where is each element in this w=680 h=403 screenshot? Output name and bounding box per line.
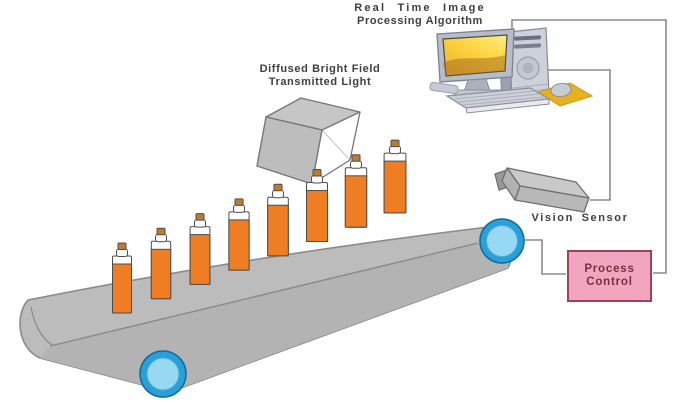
light-source-box: [256, 97, 361, 185]
bottle-neck: [233, 204, 245, 213]
bottle-cap: [351, 154, 361, 162]
bottle: [228, 198, 250, 271]
bottle-cap: [117, 242, 127, 250]
bottle: [112, 242, 132, 314]
light-box-side-face: [256, 116, 323, 185]
bottle-cap: [273, 183, 283, 192]
connector-roller-to-process-control: [525, 239, 566, 275]
label-vision-sensor: Vision Sensor: [520, 212, 640, 225]
label-line-2: Processing Algorithm: [357, 15, 483, 27]
label-diffused-light: Diffused Bright Field Transmitted Light: [245, 63, 395, 89]
bottle-neck: [389, 145, 401, 155]
cable-tray: [429, 81, 459, 95]
bottle: [267, 183, 289, 257]
belt-left-end-curve: [30, 306, 53, 346]
bottle-fill: [306, 190, 328, 242]
bottle-neck: [350, 160, 362, 169]
conveyor-belt: [19, 226, 513, 393]
bottle-fill: [112, 263, 132, 314]
bottle: [383, 139, 407, 214]
bottle-fill: [267, 204, 289, 257]
computer-workstation: [429, 27, 594, 114]
bottle-cap: [156, 227, 166, 236]
keyboard-keys-row: [458, 93, 541, 103]
bottle-cap: [195, 213, 205, 221]
bottle-row: [112, 139, 407, 314]
tower-vent-top: [513, 35, 542, 41]
label-line-2: Transmitted Light: [268, 76, 372, 88]
bottle: [306, 169, 328, 242]
bottle-neck: [272, 189, 284, 199]
mouse: [550, 82, 572, 98]
bottle: [189, 213, 211, 285]
bottle: [344, 154, 368, 228]
process-control-line-2: Control: [586, 276, 633, 288]
keyboard-keys-row: [462, 96, 546, 106]
tower-ridge: [512, 83, 549, 89]
connector-lines: [511, 19, 667, 275]
bottle-fill: [228, 219, 250, 271]
keyboard-keys-row: [454, 90, 536, 100]
bottle-fill: [383, 160, 407, 214]
tower-vent-bottom: [513, 43, 542, 49]
monitor-screen-wave: [443, 55, 505, 76]
bottle-neck: [116, 248, 128, 257]
bottle-fill: [189, 234, 211, 285]
bottle-fill: [344, 175, 368, 228]
bottle: [150, 227, 172, 300]
bottle-cap: [312, 169, 322, 177]
light-box-hidden-edge: [321, 129, 351, 161]
bottle-cap: [390, 139, 400, 148]
connector-computer-to-sensor: [547, 69, 611, 201]
bottle-neck: [311, 175, 323, 184]
roller-front: [139, 350, 187, 398]
label-line-1: Real Time Image: [354, 2, 486, 14]
label-image-processing-algorithm: Real Time Image Processing Algorithm: [345, 2, 495, 28]
connector-computer-to-process-control: [511, 19, 667, 274]
roller-end: [479, 218, 525, 264]
bottle-neck: [194, 219, 206, 228]
process-control-line-1: Process: [584, 263, 635, 275]
vision-sensor-text: Vision Sensor: [531, 212, 629, 224]
bottle-fill: [150, 248, 172, 300]
vision-sensor-device: [494, 167, 590, 213]
label-line-1: Diffused Bright Field: [259, 63, 381, 75]
process-control-box: Process Control: [567, 250, 652, 302]
keyboard-front: [465, 98, 550, 114]
sensor-front-face: [514, 185, 590, 213]
belt-fold-line: [49, 242, 479, 347]
bottle-neck: [155, 233, 167, 243]
bottle-cap: [234, 198, 244, 206]
tower-speaker-inner: [522, 62, 534, 74]
